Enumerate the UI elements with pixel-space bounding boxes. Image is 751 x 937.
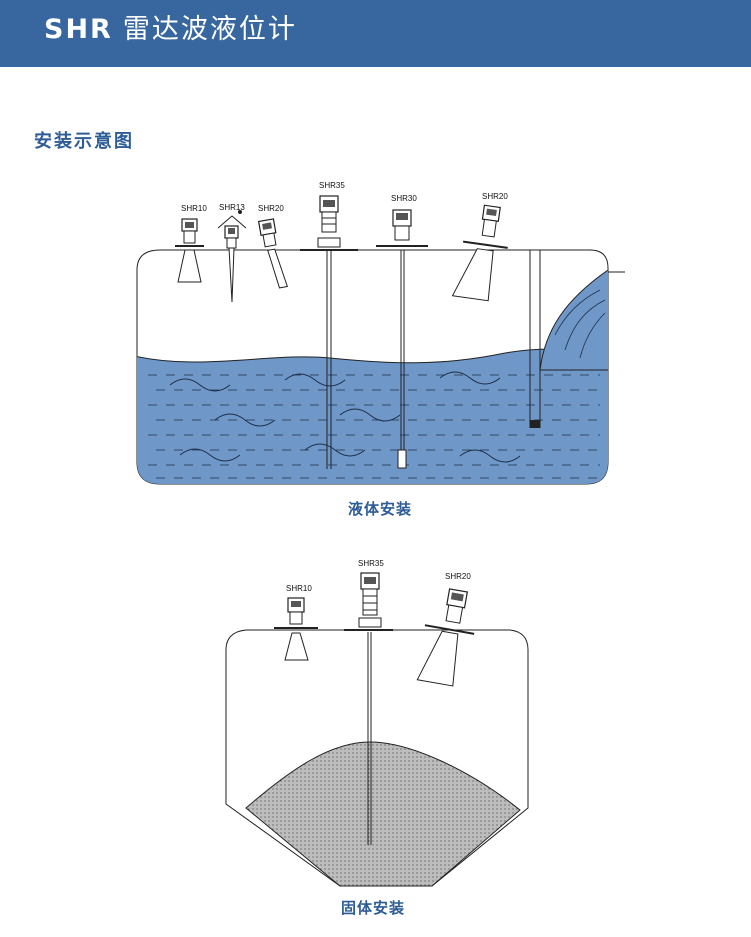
model-label: SHR35	[319, 181, 345, 190]
header-bar: SHR 雷达波液位计	[0, 0, 751, 67]
solid-pile	[245, 741, 521, 887]
model-label: SHR13	[219, 203, 245, 212]
page-title: SHR 雷达波液位计	[44, 10, 297, 50]
model-label: SHR20	[445, 572, 471, 581]
model-label: SHR30	[391, 194, 417, 203]
sensor-shr10-liquid	[175, 218, 204, 283]
sensor-shr13-liquid	[217, 210, 247, 303]
sensor-shr30-liquid	[376, 209, 428, 469]
sensor-shr10-solid	[274, 597, 318, 661]
sensor-shr20-solid	[416, 588, 475, 687]
brand-label: SHR	[44, 14, 113, 45]
model-label: SHR35	[358, 559, 384, 568]
model-label: SHR20	[482, 192, 508, 201]
liquid-install-caption: 液体安装	[347, 500, 412, 518]
sensor-shr20-small-liquid	[257, 218, 289, 289]
model-label: SHR10	[181, 204, 207, 213]
product-name: 雷达波液位计	[122, 14, 297, 45]
solid-silo	[225, 629, 529, 887]
sensor-shr35-liquid	[300, 195, 358, 469]
sensor-shr20-large-liquid	[451, 204, 508, 302]
model-label: SHR10	[286, 584, 312, 593]
liquid-tank	[136, 249, 625, 485]
section-title: 安装示意图	[34, 131, 134, 152]
liquid-fill	[137, 348, 608, 484]
model-label: SHR20	[258, 204, 284, 213]
solid-install-caption: 固体安装	[340, 899, 405, 917]
sensor-shr35-solid	[344, 572, 393, 845]
